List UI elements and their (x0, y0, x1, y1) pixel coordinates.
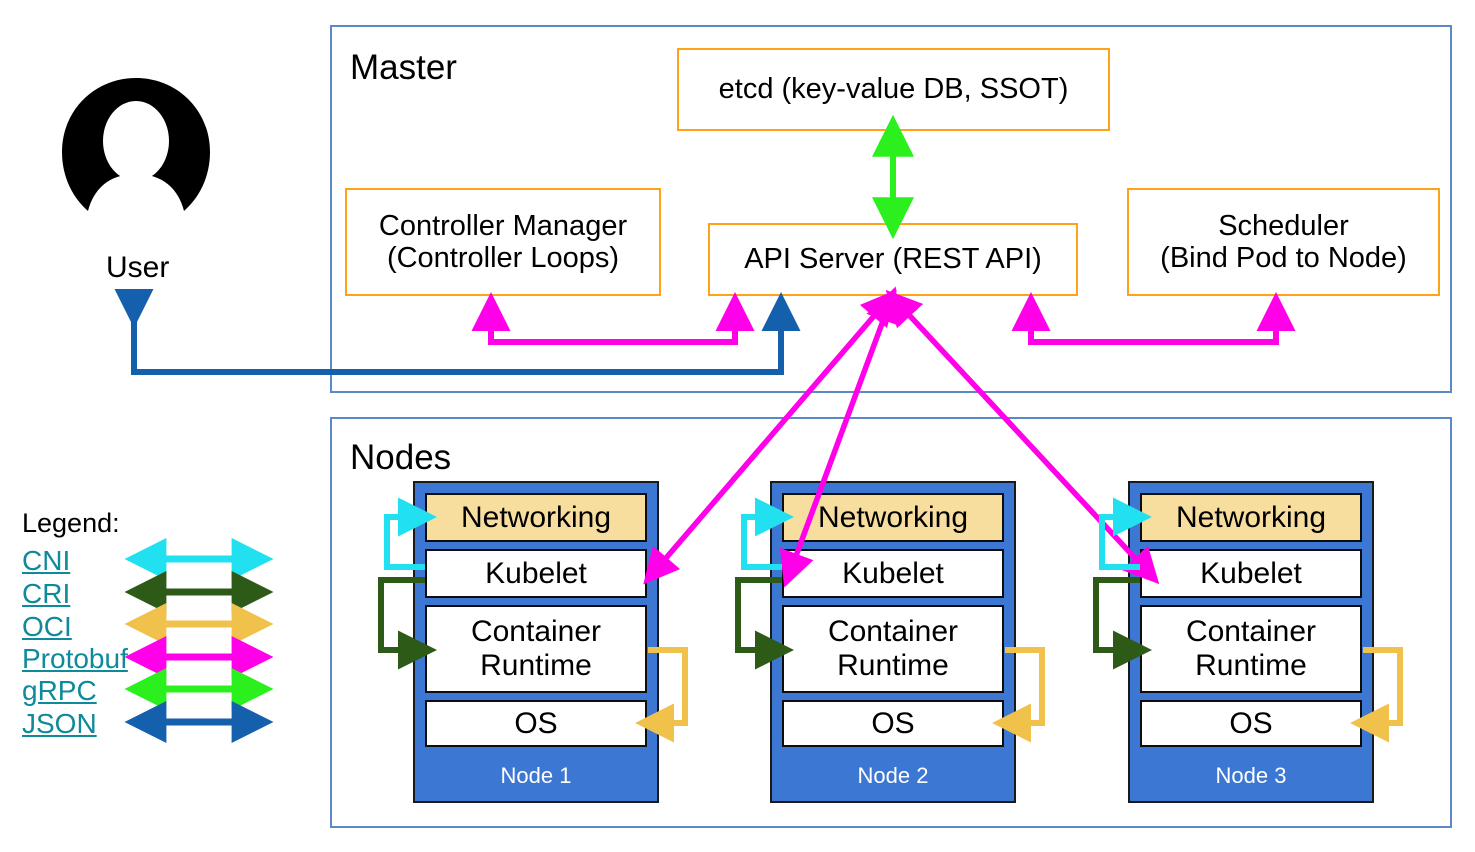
node-1-container-runtime-line1: Container (470, 615, 602, 649)
master-group-title: Master (350, 48, 457, 87)
user-avatar-icon (62, 78, 210, 218)
user-label: User (106, 251, 170, 284)
node-3-container-runtime[interactable]: Container Runtime (1140, 605, 1362, 693)
legend-label-json[interactable]: JSON (22, 708, 97, 739)
node-2-container-runtime[interactable]: Container Runtime (782, 605, 1004, 693)
node-3-label: Node 3 (1215, 763, 1287, 788)
legend-label-cni[interactable]: CNI (22, 545, 71, 576)
scheduler-box[interactable]: Scheduler (Bind Pod to Node) (1127, 188, 1440, 296)
legend-title: Legend: (22, 508, 120, 538)
node-3-os[interactable]: OS (1140, 700, 1362, 747)
scheduler-line1: Scheduler (1218, 209, 1349, 242)
node-3-container-runtime-line2: Runtime (1195, 649, 1307, 682)
legend-label-oci[interactable]: OCI (22, 611, 72, 642)
scheduler-line2: (Bind Pod to Node) (1160, 242, 1407, 274)
controller-manager-line2: (Controller Loops) (386, 242, 620, 274)
node-2-label: Node 2 (857, 763, 929, 788)
node-2-container-runtime-line2: Runtime (837, 649, 949, 682)
node-1-container-runtime-line2: Runtime (480, 649, 592, 682)
legend-label-cri[interactable]: CRI (22, 578, 71, 609)
node-1-kubelet[interactable]: Kubelet (425, 549, 647, 598)
legend-label-grpc[interactable]: gRPC (22, 675, 97, 706)
node-1-networking[interactable]: Networking (425, 493, 647, 542)
node-2-kubelet[interactable]: Kubelet (782, 549, 1004, 598)
node-1-container-runtime[interactable]: Container Runtime (425, 605, 647, 693)
node-2-os[interactable]: OS (782, 700, 1004, 747)
api-server-box[interactable]: API Server (REST API) (708, 223, 1078, 296)
node-2-container-runtime-line1: Container (827, 615, 959, 649)
node-1-os[interactable]: OS (425, 700, 647, 747)
node-3-kubelet[interactable]: Kubelet (1140, 549, 1362, 598)
controller-manager-line1: Controller Manager (378, 209, 628, 242)
node-3-container-runtime-line1: Container (1185, 615, 1317, 649)
nodes-group-title: Nodes (350, 438, 452, 477)
legend-label-protobuf[interactable]: Protobuf (22, 643, 128, 674)
node-3-networking[interactable]: Networking (1140, 493, 1362, 542)
node-1-label: Node 1 (500, 763, 572, 788)
node-2-networking[interactable]: Networking (782, 493, 1004, 542)
controller-manager-box[interactable]: Controller Manager (Controller Loops) (345, 188, 661, 296)
etcd-box[interactable]: etcd (key-value DB, SSOT) (677, 48, 1110, 131)
